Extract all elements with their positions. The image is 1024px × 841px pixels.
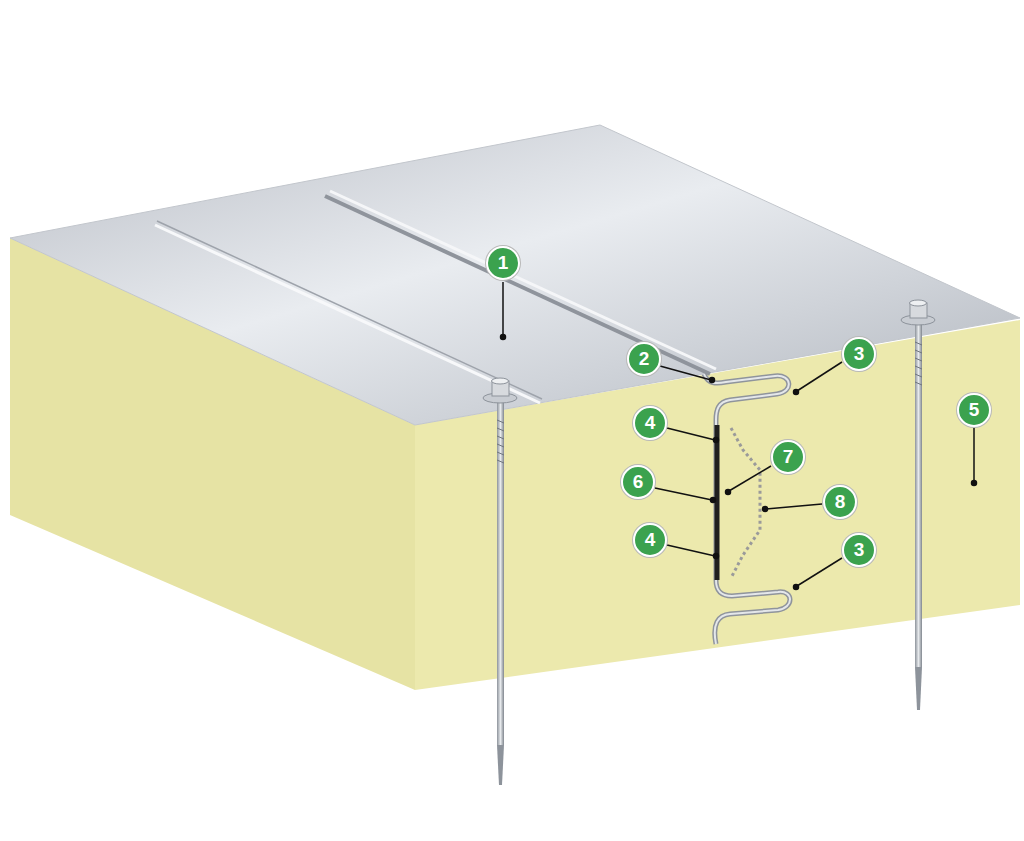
panel-joint-seam [330, 191, 716, 369]
steel-sheet [10, 125, 1020, 425]
sealing-tape [715, 425, 720, 580]
callout-number: 3 [842, 337, 876, 371]
sheet-rib [155, 225, 540, 403]
sheet-rib [157, 221, 542, 399]
joint-profile [704, 374, 790, 644]
callout-number: 8 [823, 485, 857, 519]
foam-seal [731, 428, 760, 578]
leader-lines [501, 282, 977, 590]
callout-number: 1 [486, 246, 520, 280]
callout-number: 4 [633, 523, 667, 557]
sheet-edge [10, 125, 1020, 425]
callout-number: 3 [842, 533, 876, 567]
callout-number: 6 [621, 465, 655, 499]
fastener-screw [483, 378, 517, 785]
fastener-screw [901, 300, 935, 710]
callout-number: 5 [957, 393, 991, 427]
joint-profile [704, 374, 790, 644]
callout-number: 7 [771, 440, 805, 474]
callout-number: 4 [633, 406, 667, 440]
callout-number: 2 [627, 342, 661, 376]
